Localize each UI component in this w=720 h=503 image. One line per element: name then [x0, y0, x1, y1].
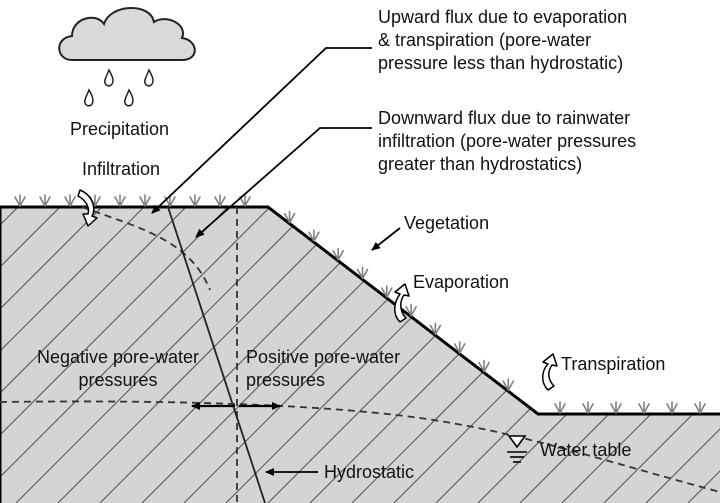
curved-arrow-icon	[77, 189, 558, 391]
vegetation-arrow	[371, 227, 401, 251]
water-table-line	[0, 400, 720, 493]
positive-pore-water-label: Positive pore-water pressures	[246, 347, 401, 390]
negative-pore-water-label: Negative pore-water pressures	[36, 347, 200, 390]
upward-flux-label: Upward flux due to evaporation & transpi…	[378, 7, 628, 73]
cloud-icon	[58, 7, 196, 61]
precipitation-label: Precipitation	[70, 119, 170, 139]
water-table-symbol-icon	[507, 435, 527, 463]
vegetation-label: Vegetation	[404, 213, 490, 233]
pore-pressure-profile-curve	[81, 206, 211, 291]
upward-flux-leader	[151, 47, 372, 214]
raindrop-icon	[84, 69, 154, 107]
hydrostatic-label: Hydrostatic	[324, 462, 415, 482]
hydrostatic-line	[167, 206, 266, 503]
water-table-label: Water table	[540, 440, 632, 460]
downward-flux-label: Downward flux due to rainwater infiltrat…	[378, 108, 637, 174]
soil-body	[0, 207, 720, 503]
downward-flux-leader	[195, 127, 372, 238]
transpiration-label: Transpiration	[561, 354, 666, 374]
infiltration-label: Infiltration	[82, 159, 161, 179]
evaporation-label: Evaporation	[413, 272, 510, 292]
ground-surface	[0, 205, 720, 503]
